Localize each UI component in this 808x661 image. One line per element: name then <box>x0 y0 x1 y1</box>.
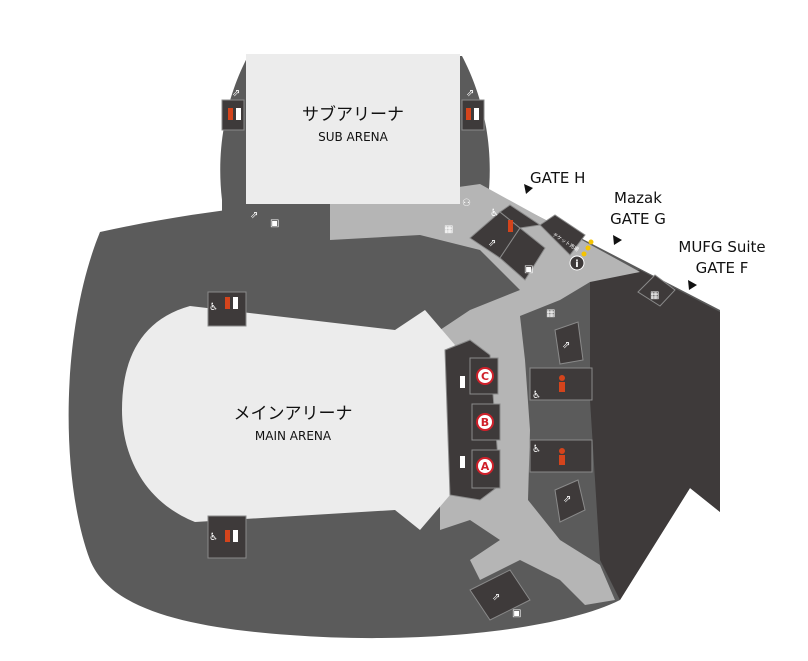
female-restroom-icon <box>508 220 513 232</box>
gate-f-arrow <box>688 280 697 290</box>
male-restroom-icon <box>460 376 465 388</box>
info-dot <box>585 245 591 251</box>
atm-icon: ▣ <box>512 608 521 619</box>
wheelchair-icon: ♿ <box>209 302 218 313</box>
female-restroom-icon <box>225 530 230 542</box>
room-gate-2 <box>499 227 546 281</box>
escalator-icon: ⇗ <box>562 340 570 351</box>
info-dot <box>581 251 587 257</box>
east-building <box>590 270 720 600</box>
escalator-icon: ⇗ <box>488 238 496 249</box>
gate-g-sponsor: Mazak <box>614 189 662 207</box>
escalator-icon: ⇗ <box>232 88 240 99</box>
info-dot <box>588 239 594 245</box>
escalator-room-ne <box>554 321 584 365</box>
elevator-icon: ▦ <box>444 224 453 235</box>
elevator-icon: ▦ <box>650 290 659 301</box>
ticket-office <box>539 214 586 256</box>
female-restroom-icon <box>225 297 230 309</box>
wheelchair-icon: ♿ <box>532 444 541 455</box>
elevator-icon: ▦ <box>546 308 555 319</box>
female-restroom-icon <box>228 108 233 120</box>
escalator-icon: ⇗ <box>492 592 500 603</box>
male-restroom-icon <box>233 297 238 309</box>
sub-arena-title: サブアリーナ <box>302 104 404 125</box>
wheelchair-icon: ♿ <box>532 390 541 401</box>
escalator-icon: ⇗ <box>466 88 474 99</box>
male-restroom-icon <box>474 108 479 120</box>
wheelchair-icon: ♿ <box>490 208 499 219</box>
escalator-icon: ⇗ <box>563 494 571 505</box>
female-restroom-icon <box>559 448 565 454</box>
elevator-room-f <box>637 274 676 307</box>
main-arena-subtitle: MAIN ARENA <box>255 429 332 443</box>
escalator-room-s <box>469 569 531 621</box>
gate-g-arrow <box>613 235 622 245</box>
atm-icon: ▣ <box>270 218 279 229</box>
wheelchair-icon: ♿ <box>209 532 218 543</box>
restroom-sub-right <box>461 99 485 131</box>
locker-icon: ⚇ <box>462 198 471 209</box>
information-icon[interactable]: i <box>569 255 585 271</box>
section-a-label: A <box>481 460 490 473</box>
main-arena-title: メインアリーナ <box>234 404 353 424</box>
svg-text:i: i <box>575 259 578 270</box>
gate-f-sponsor: MUFG Suite <box>678 238 765 256</box>
gate-g-label: GATE G <box>610 210 666 228</box>
section-b-label: B <box>481 416 489 429</box>
male-restroom-icon <box>460 456 465 468</box>
gate-h-label: GATE H <box>530 169 585 187</box>
escalator-icon: ⇗ <box>250 210 258 221</box>
section-a-marker[interactable] <box>476 457 494 475</box>
atm-icon: ▣ <box>524 264 533 275</box>
gate-h-arrow <box>524 184 533 194</box>
section-c-marker[interactable] <box>476 367 494 385</box>
sub-arena-court <box>246 54 460 204</box>
male-restroom-icon <box>233 530 238 542</box>
section-b-marker[interactable] <box>476 413 494 431</box>
male-restroom-icon <box>236 108 241 120</box>
female-restroom-icon <box>559 455 565 465</box>
female-restroom-icon <box>559 375 565 381</box>
female-restroom-icon <box>559 382 565 392</box>
sub-arena-subtitle: SUB ARENA <box>318 130 389 144</box>
section-c-label: C <box>481 370 489 383</box>
escalator-room-se <box>554 479 586 523</box>
gate-f-label: GATE F <box>696 259 749 277</box>
female-restroom-icon <box>466 108 471 120</box>
main-arena-court <box>122 306 455 530</box>
